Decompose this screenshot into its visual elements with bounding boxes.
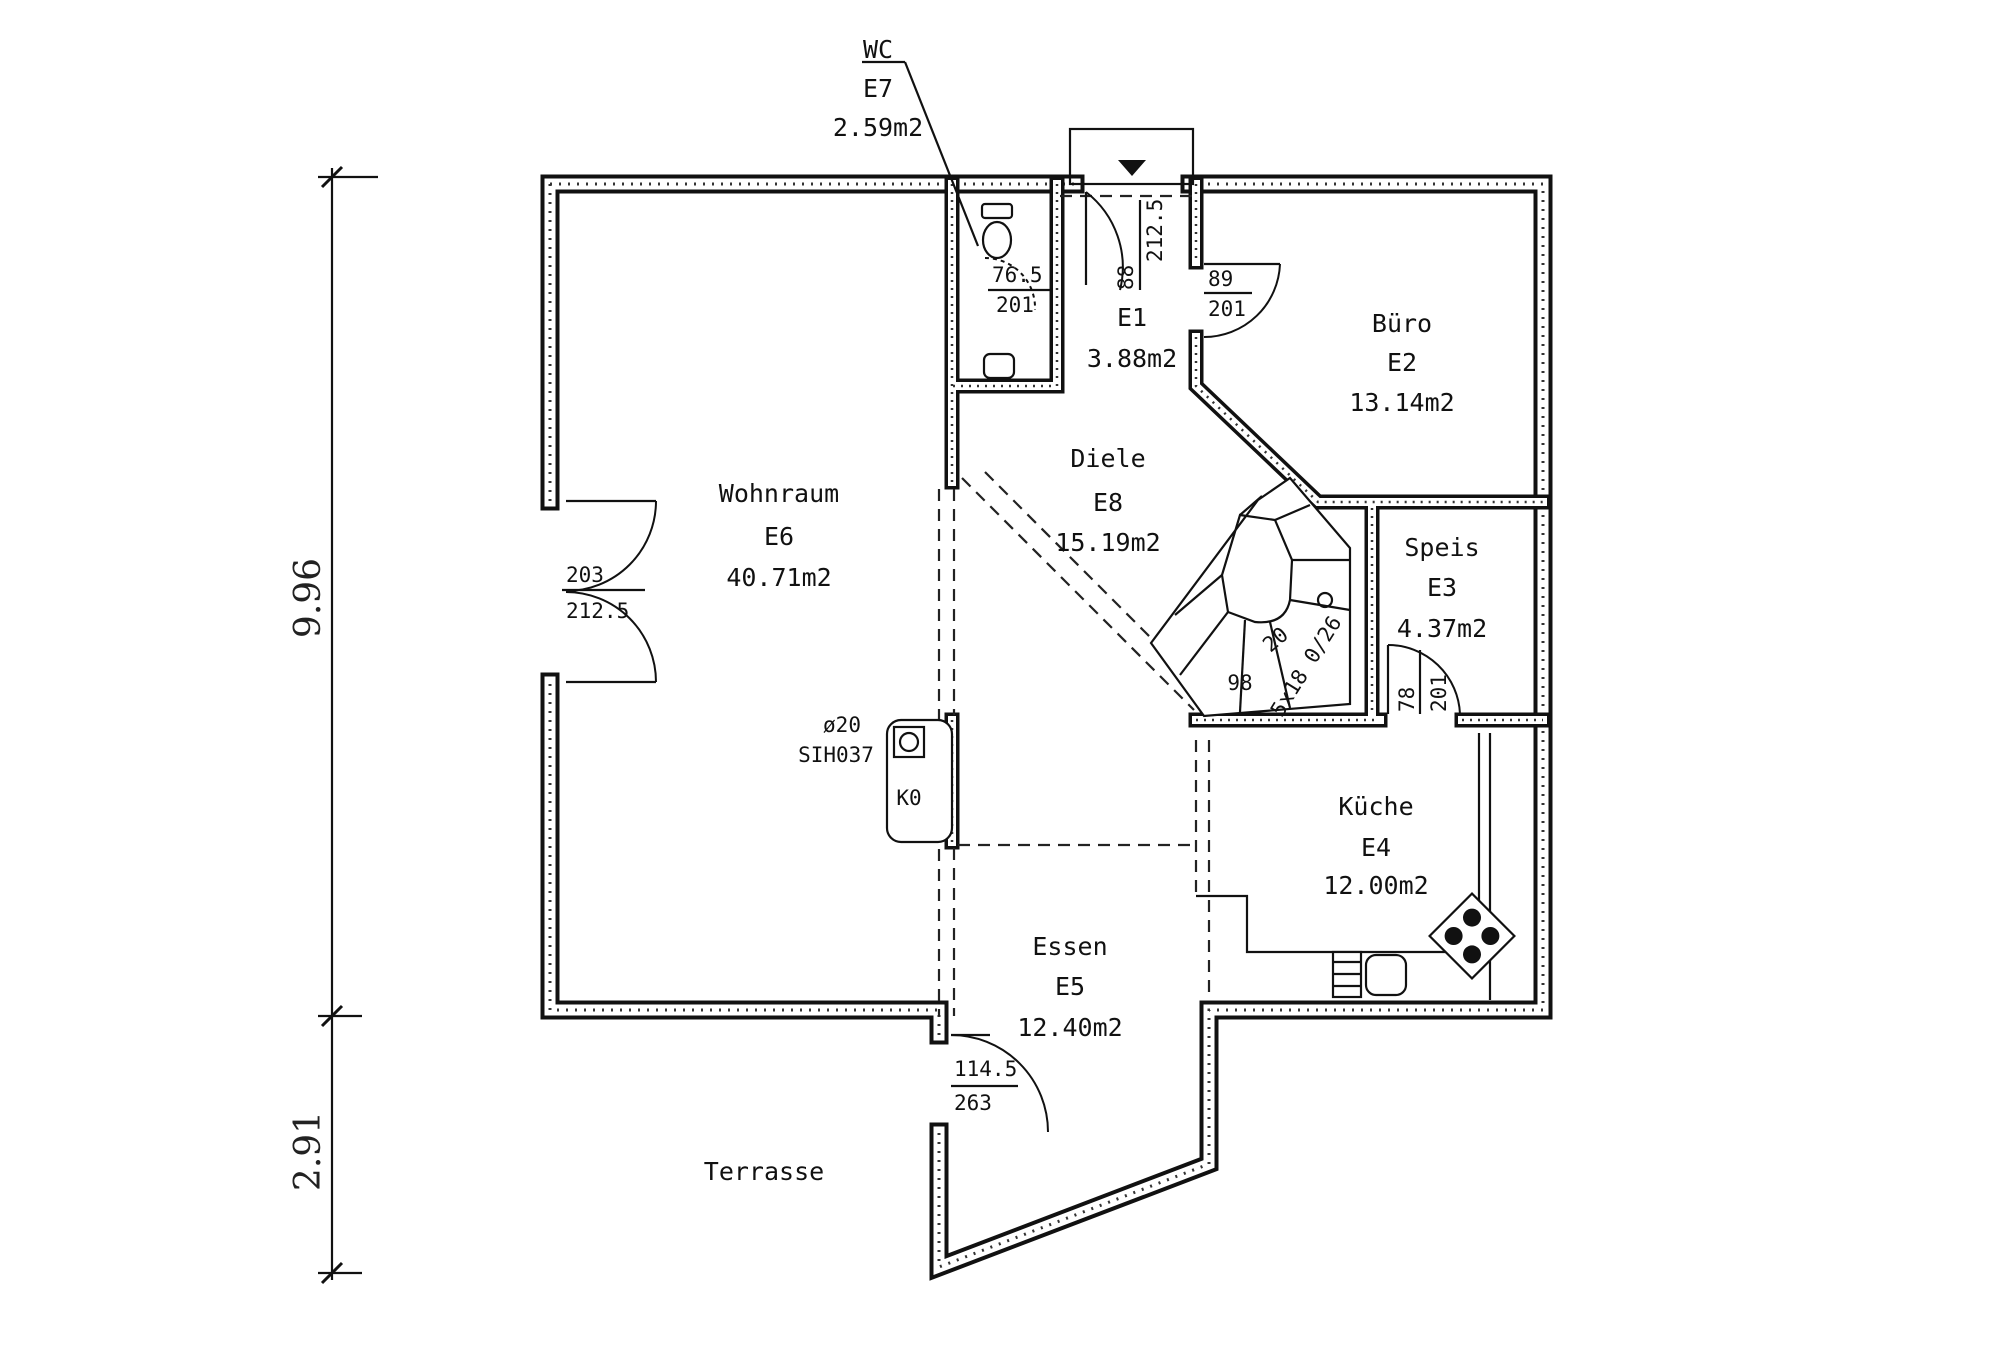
door-speis-width: 78 [1395, 687, 1419, 712]
chimney-label: K0 [896, 786, 921, 810]
door-wc-height: 201 [996, 293, 1034, 317]
room-diele: Diele E8 15.19m2 [1055, 444, 1160, 557]
outer-walls [550, 184, 1543, 1267]
door-entrance-height: 212.5 [1143, 199, 1167, 262]
door-speis [1386, 643, 1461, 715]
room-wc-id: E7 [863, 74, 893, 103]
entrance-arrow-icon [1118, 160, 1146, 176]
room-wohnraum-area: 40.71m2 [726, 563, 831, 592]
staircase [1149, 476, 1352, 718]
entrance-vestibule [1068, 127, 1195, 186]
door-buero-height: 201 [1208, 297, 1246, 321]
room-speis-id: E3 [1427, 573, 1457, 602]
room-diele-id: E8 [1093, 488, 1123, 517]
door-wohnraum-width: 203 [566, 563, 604, 587]
room-kueche-id: E4 [1361, 833, 1391, 862]
room-e1-area: 3.88m2 [1087, 344, 1177, 373]
outdoor-terrasse: Terrasse [704, 1157, 824, 1186]
door-speis-height: 201 [1427, 674, 1451, 712]
room-essen-area: 12.40m2 [1017, 1013, 1122, 1042]
room-essen: Essen E5 12.40m2 [1017, 932, 1122, 1042]
room-buero: Büro E2 13.14m2 [1349, 309, 1454, 417]
room-speis-name: Speis [1404, 533, 1479, 562]
door-wohnraum [562, 499, 657, 684]
room-kueche-name: Küche [1338, 792, 1413, 821]
chimney [885, 718, 954, 844]
door-buero [1203, 262, 1281, 339]
door-wohnraum-height: 212.5 [566, 599, 629, 623]
door-wc-width: 76.5 [992, 263, 1043, 287]
door-entrance-width: 88 [1114, 265, 1138, 290]
stove-icon [1428, 892, 1516, 980]
room-speis: Speis E3 4.37m2 [1397, 533, 1487, 643]
toilet-icon [980, 202, 1014, 260]
chimney-code: SIH037 [798, 743, 874, 767]
door-wc [984, 257, 1050, 311]
room-wc: WC E7 2.59m2 [833, 35, 923, 142]
room-wohnraum-name: Wohnraum [719, 479, 839, 508]
room-diele-area: 15.19m2 [1055, 528, 1160, 557]
room-buero-area: 13.14m2 [1349, 388, 1454, 417]
wc-leader-line [862, 60, 980, 247]
room-wc-name: WC [863, 35, 893, 64]
dimension-total: 9.96 [288, 558, 329, 638]
room-diele-name: Diele [1070, 444, 1145, 473]
door-entrance [1084, 191, 1142, 291]
room-kueche: Küche E4 12.00m2 [1323, 792, 1428, 900]
room-kueche-area: 12.00m2 [1323, 871, 1428, 900]
room-wohnraum-id: E6 [764, 522, 794, 551]
wc-sink-icon [982, 352, 1016, 380]
room-essen-name: Essen [1032, 932, 1107, 961]
door-essen-width: 114.5 [954, 1057, 1017, 1081]
dimension-lower: 2.91 [288, 1111, 329, 1191]
chimney-diameter: ø20 [823, 713, 861, 737]
room-buero-id: E2 [1387, 348, 1417, 377]
door-essen-height: 263 [954, 1091, 992, 1115]
room-e1-id: E1 [1117, 303, 1147, 332]
door-essen [950, 1033, 1049, 1133]
dimension-line [318, 165, 378, 1285]
stairs-width-b: 98 [1227, 671, 1252, 695]
room-buero-name: Büro [1372, 309, 1432, 338]
kitchen-sink-icon [1331, 950, 1408, 999]
room-wohnraum: Wohnraum E6 40.71m2 [719, 479, 839, 592]
room-speis-area: 4.37m2 [1397, 614, 1487, 643]
room-essen-id: E5 [1055, 972, 1085, 1001]
door-buero-width: 89 [1208, 267, 1233, 291]
room-e1: E1 3.88m2 [1087, 303, 1177, 373]
room-wc-area: 2.59m2 [833, 113, 923, 142]
